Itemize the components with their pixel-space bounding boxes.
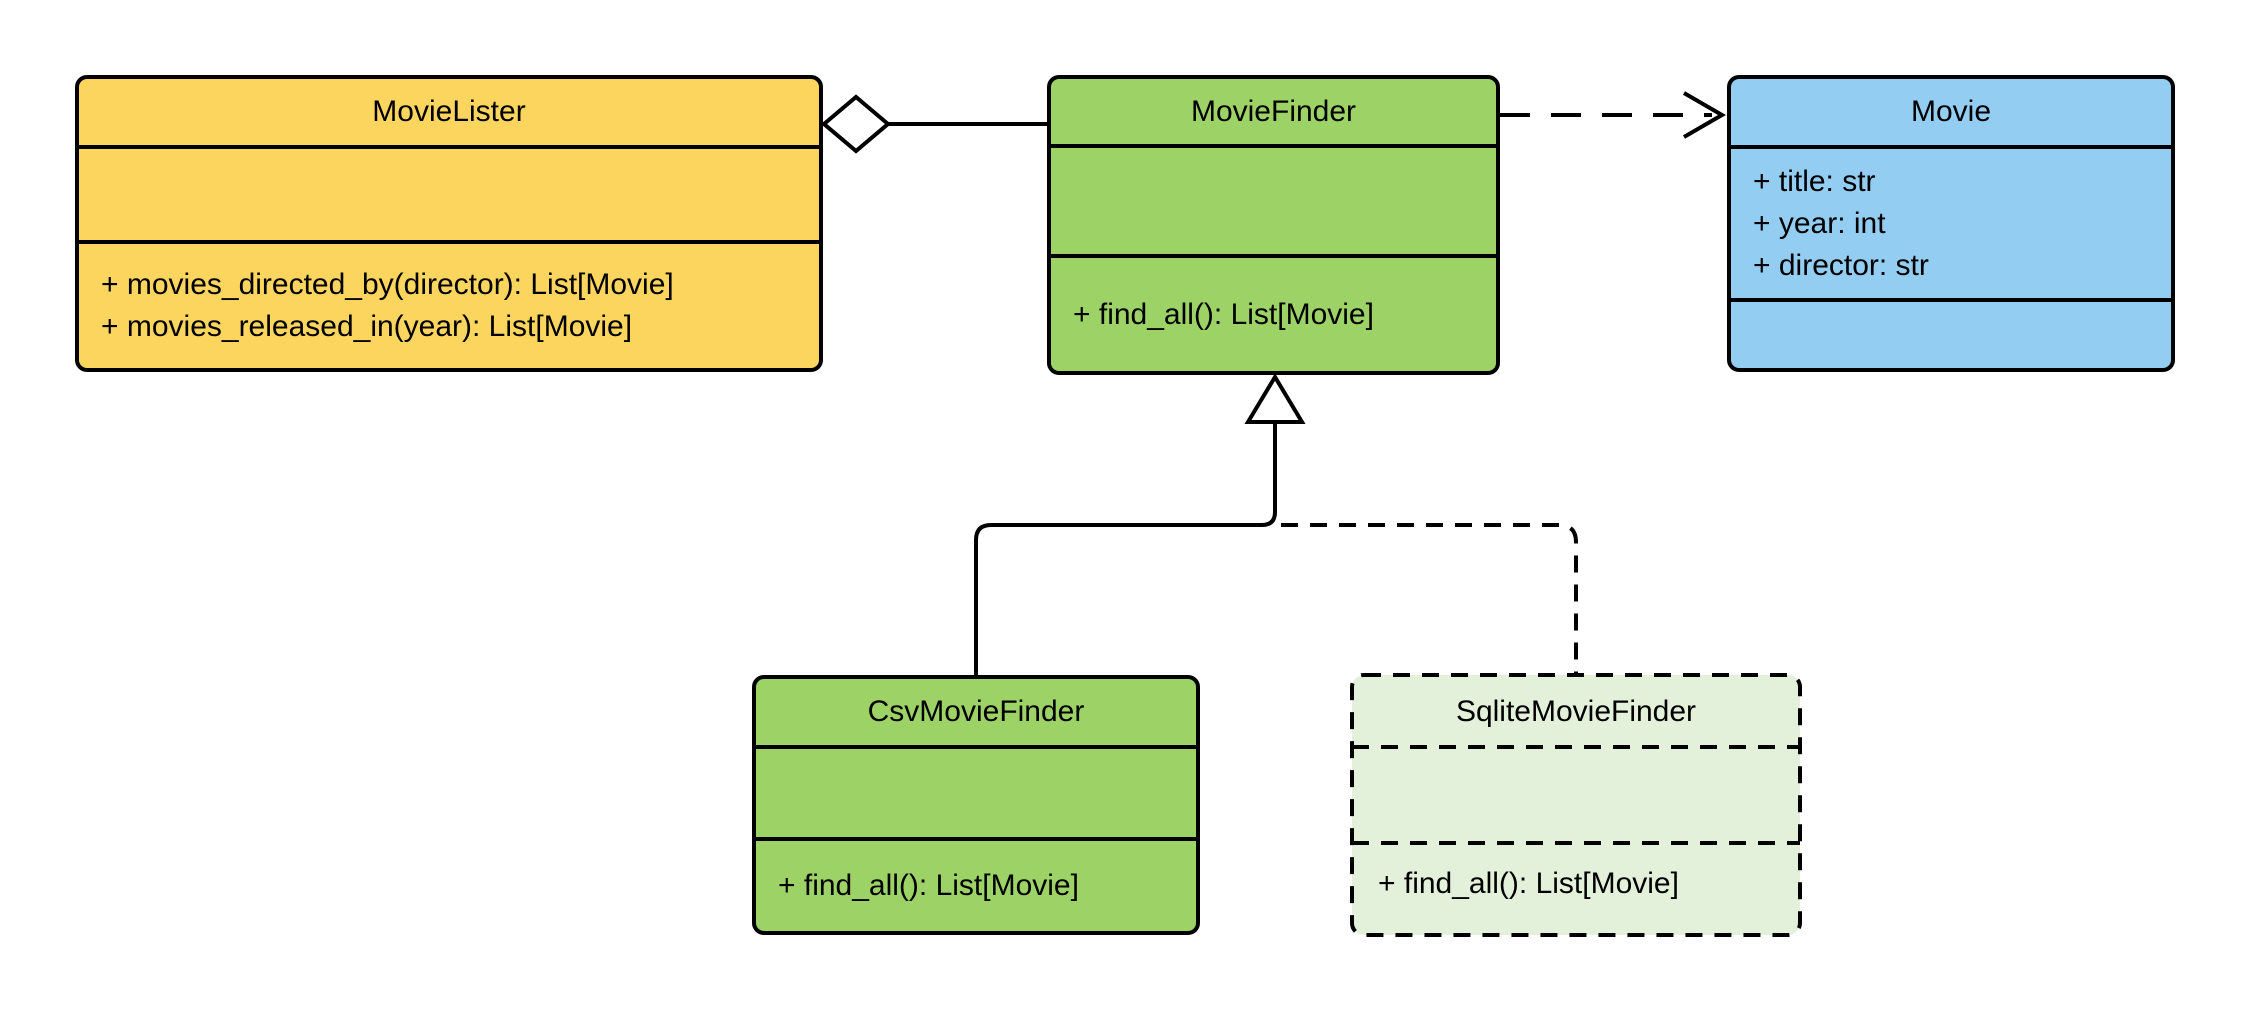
method-label: + find_all(): List[Movie] [1073,297,1374,331]
class-moviefinder: MovieFinder + find_all(): List[Movie] [1047,75,1500,375]
class-movie-methods [1731,302,2171,368]
class-moviefinder-attributes [1051,148,1496,258]
generalization-solid-line [974,421,1277,676]
class-movie-name: Movie [1731,79,2171,149]
dependency-arrowhead-icon [1682,91,1726,139]
inheritance-triangle-icon [1244,373,1306,424]
class-csvmoviefinder-attributes [756,749,1196,841]
attribute-label: + title: str [1753,164,1876,198]
class-sqlitemoviefinder: SqliteMovieFinder + find_all(): List[Mov… [1352,675,1800,935]
class-movielister-name: MovieLister [79,79,819,149]
generalization-connectors [974,373,1578,676]
aggregation-diamond [820,94,892,154]
method-label: + movies_released_in(year): List[Movie] [101,310,633,343]
class-moviefinder-methods: + find_all(): List[Movie] [1051,258,1496,371]
class-movielister-attributes [79,149,819,244]
method-label: + find_all(): List[Movie] [778,869,1079,902]
dashed-class-box [1350,673,1802,937]
class-moviefinder-name: MovieFinder [1051,79,1496,148]
class-csvmoviefinder-methods: + find_all(): List[Movie] [756,841,1196,931]
class-sqlitemoviefinder-name: SqliteMovieFinder [1455,695,1697,728]
aggregation-connector [820,94,1049,154]
method-label: + movies_directed_by(director): List[Mov… [101,268,674,301]
attribute-label: + director: str [1753,248,1929,282]
attribute-label: + year: int [1753,206,1886,240]
class-movie: Movie + title: str + year: int + directo… [1727,75,2175,372]
class-movielister: MovieLister + movies_directed_by(directo… [75,75,823,372]
class-csvmoviefinder-name: CsvMovieFinder [756,679,1196,749]
class-sqlitemoviefinder-attributes [1356,745,1796,837]
sqlite-movie-finder-frame [1350,673,1802,937]
class-csvmoviefinder: CsvMovieFinder + find_all(): List[Movie] [752,675,1200,935]
class-movie-attributes: + title: str + year: int + director: str [1731,149,2171,302]
generalization-dashed-line [1281,523,1578,676]
class-sqlitemoviefinder-methods: + find_all(): List[Movie] [1356,837,1796,931]
dependency-connector [1500,91,1726,139]
class-movielister-methods: + movies_directed_by(director): List[Mov… [79,244,819,368]
method-label: + find_all(): List[Movie] [1378,867,1679,900]
